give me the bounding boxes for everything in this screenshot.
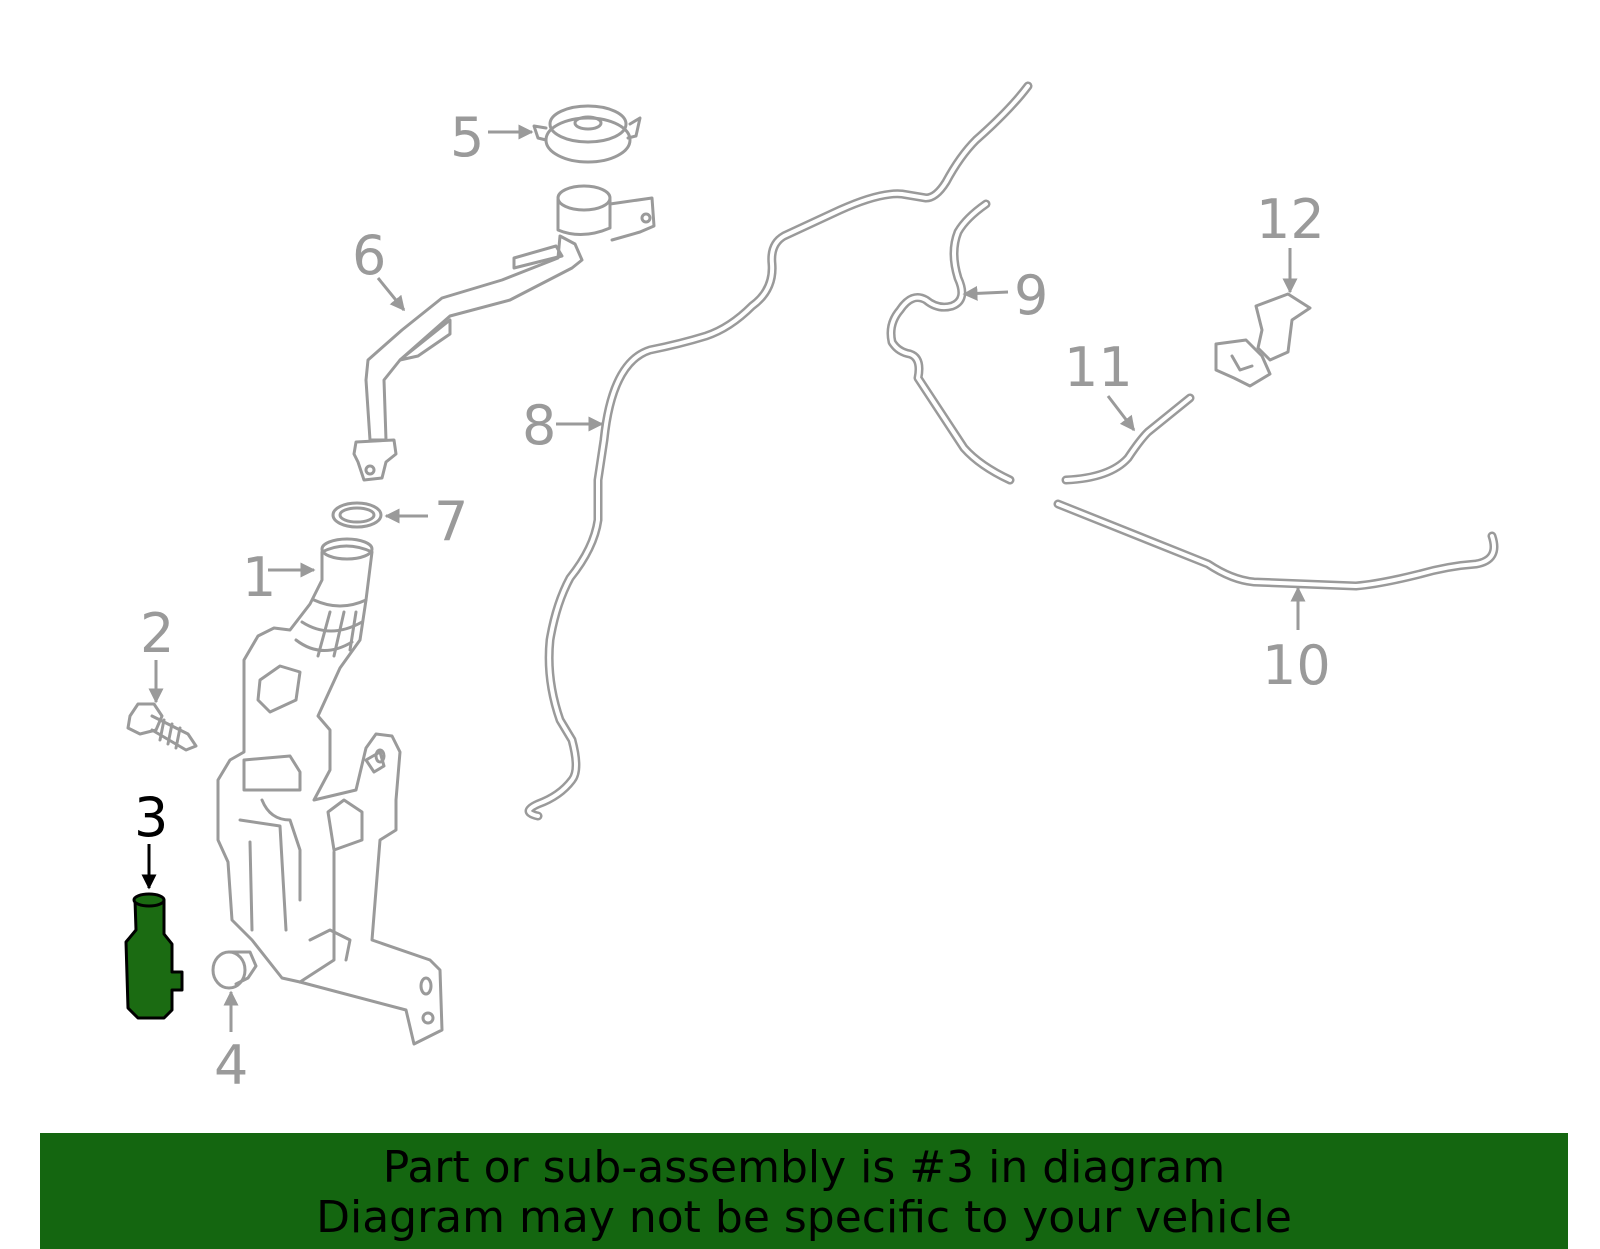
callout-arrow-11 bbox=[1106, 395, 1136, 432]
callout-12[interactable]: 12 bbox=[1256, 188, 1325, 251]
callout-2[interactable]: 2 bbox=[140, 602, 174, 665]
callout-4[interactable]: 4 bbox=[214, 1034, 248, 1097]
callout-arrow-6 bbox=[376, 277, 406, 312]
callout-10[interactable]: 10 bbox=[1262, 634, 1331, 697]
callout-7[interactable]: 7 bbox=[434, 490, 468, 553]
callout-5[interactable]: 5 bbox=[450, 106, 484, 169]
part-11-hose[interactable] bbox=[1061, 393, 1195, 485]
part-12-clip[interactable] bbox=[1214, 292, 1312, 388]
callout-arrow-9 bbox=[962, 285, 1009, 301]
part-9-hose[interactable] bbox=[886, 199, 1015, 485]
banner-line-1: Part or sub-assembly is #3 in diagram bbox=[382, 1142, 1226, 1193]
callout-11[interactable]: 11 bbox=[1064, 336, 1133, 399]
part-10-hose[interactable] bbox=[1053, 499, 1499, 591]
part-4-grommet[interactable] bbox=[211, 950, 258, 990]
part-1-reservoir[interactable] bbox=[216, 537, 444, 1046]
part-6-filler-neck[interactable] bbox=[352, 184, 656, 482]
part-8-hose[interactable] bbox=[524, 81, 1033, 821]
callout-9[interactable]: 9 bbox=[1014, 264, 1048, 327]
callout-6[interactable]: 6 bbox=[352, 224, 386, 287]
part-2-bolt[interactable] bbox=[126, 702, 198, 752]
callout-3[interactable]: 3 bbox=[134, 786, 168, 849]
part-7-o-ring[interactable] bbox=[331, 501, 383, 529]
callout-8[interactable]: 8 bbox=[522, 394, 556, 457]
banner-line-2: Diagram may not be specific to your vehi… bbox=[316, 1192, 1292, 1243]
part-5-cap[interactable] bbox=[532, 104, 642, 164]
part-3-washer-pump[interactable] bbox=[124, 892, 184, 1020]
callout-1[interactable]: 1 bbox=[242, 546, 276, 609]
info-banner: Part or sub-assembly is #3 in diagram Di… bbox=[40, 1133, 1568, 1249]
